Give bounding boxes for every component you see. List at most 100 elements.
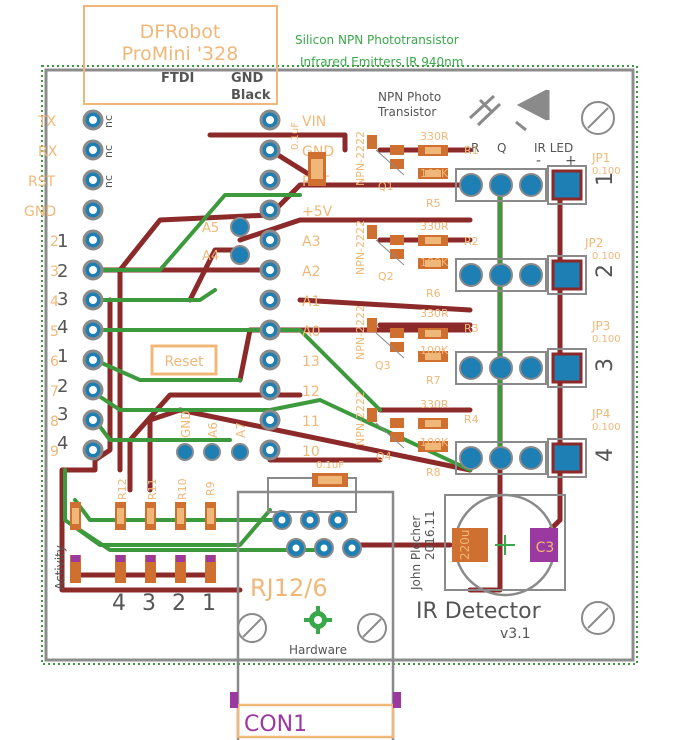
channel-header-outline [455,351,547,385]
pad-a4 [230,245,250,265]
left-header [82,109,104,461]
bottom-led-marker [176,555,185,562]
transistor-pad [390,249,404,259]
pin-label-9: 9 [50,444,59,460]
r3-name: R3 [464,322,479,335]
jp4-label: JP4 [591,407,610,421]
transistor-pad [367,318,377,332]
r4-name: R4 [464,413,479,426]
led-num-3: 3 [142,591,156,616]
mounting-hole-top-right [581,101,615,135]
transistor-silk [375,332,405,359]
pad-a7 [231,443,249,461]
right-pin-hole [266,416,274,424]
plus-label: + [565,153,577,169]
r9-label: R9 [204,481,217,496]
transistor-silk [375,239,405,266]
left-ch2-1: 1 [57,346,68,367]
left-pin-hole [89,236,97,244]
bottom-parts [70,502,216,583]
left-ch2-4: 4 [57,433,68,454]
bottom-resistor-body [117,508,124,524]
label-gnd-inner: GND [179,410,193,438]
ftdi-label: FTDI [161,71,194,86]
pin-label-10: 10 [302,444,320,460]
bottom-led-marker [146,555,155,562]
r8-value: 100K [420,436,449,449]
smd-resistor-body [425,170,441,177]
transistor-pad [367,408,377,422]
channel-2-labels: Q2 330R R2 100K R6 JP2 0.100 2 NPN-2222 [354,220,621,300]
module-outline [83,5,278,105]
transistor-pad [390,235,404,245]
q4-label: Q4 [376,450,392,463]
cap-mid-label: 0.1uF [316,460,344,471]
left-pin-hole [89,446,97,454]
cap-top-label: 0.1uF [290,122,301,150]
channel-pin-pad [519,173,543,197]
left-pin-hole [89,416,97,424]
left-ch-4: 4 [57,317,68,338]
pin-label-5v: +5V [302,204,333,220]
jp-pad [551,352,583,384]
right-pin-hole [266,356,274,364]
left-ch2-3: 3 [57,404,68,425]
jp1-label: JP1 [591,151,610,165]
nc-tx: nc [102,115,115,128]
rj-pin-hole [348,544,356,552]
q1-part: NPN-2222 [354,131,367,186]
pin-label-2: 2 [50,234,59,250]
pad-a5 [230,217,250,237]
channel-pin-pad [519,356,543,380]
smd-resistor-body [425,237,441,244]
bottom-resistor-body [177,508,184,524]
board-version: v3.1 [500,626,531,642]
r11-label: R11 [146,478,159,500]
channel-pin-pad [459,446,483,470]
rj-pin-hole [292,544,300,552]
q2-part: NPN-2222 [354,220,367,275]
rj-pin-hole [334,516,342,524]
pin-label-4: 4 [50,294,59,310]
jp-pad [551,169,583,201]
left-ch-3: 3 [57,289,68,310]
r7-value: 100K [420,344,449,357]
jp-pad [551,442,583,474]
channel-3-labels: Q3 330R R3 100K R7 JP3 0.100 3 NPN-2222 [354,305,621,387]
left-pin-hole [89,146,97,154]
channel-header-outline [455,168,547,202]
channel-pin-pad [489,173,513,197]
right-pin-hole [266,236,274,244]
r12-label: R12 [116,478,129,500]
smd-resistor-body [425,260,441,267]
channel-pin-pad [489,263,513,287]
jp1-number: 1 [593,172,618,186]
rj-pin-hole [320,544,328,552]
con1-tab-left [230,692,238,708]
smd-resistor-body [425,147,441,154]
left-pin-hole [89,386,97,394]
q-col-label: Q [497,141,506,155]
rj-pin-hole [278,516,286,524]
r1-value: 330R [420,130,449,143]
label-a7: A7 [234,422,248,438]
jp3-value: 0.100 [592,334,621,345]
con1-label: CON1 [244,712,307,737]
left-ch-1: 1 [57,231,68,252]
q2-label: Q2 [378,270,394,283]
q3-label: Q3 [375,359,391,372]
pin-label-gnd: GND [24,204,56,220]
transistor-pad [390,418,404,428]
transistor-pad [390,432,404,442]
right-pin-hole [266,176,274,184]
module-model: ProMini '328 [122,43,239,65]
pin-label-a2: A2 [302,264,320,280]
cap-big-pad-left [452,528,488,562]
pin-label-11: 11 [302,414,320,430]
bottom-led [70,555,81,583]
jp-outline [547,255,587,295]
note-phototransistor: Silicon NPN Phototransistor [295,33,459,47]
channel-pin-pad [489,446,513,470]
pin-label-tx: TX [37,114,57,130]
